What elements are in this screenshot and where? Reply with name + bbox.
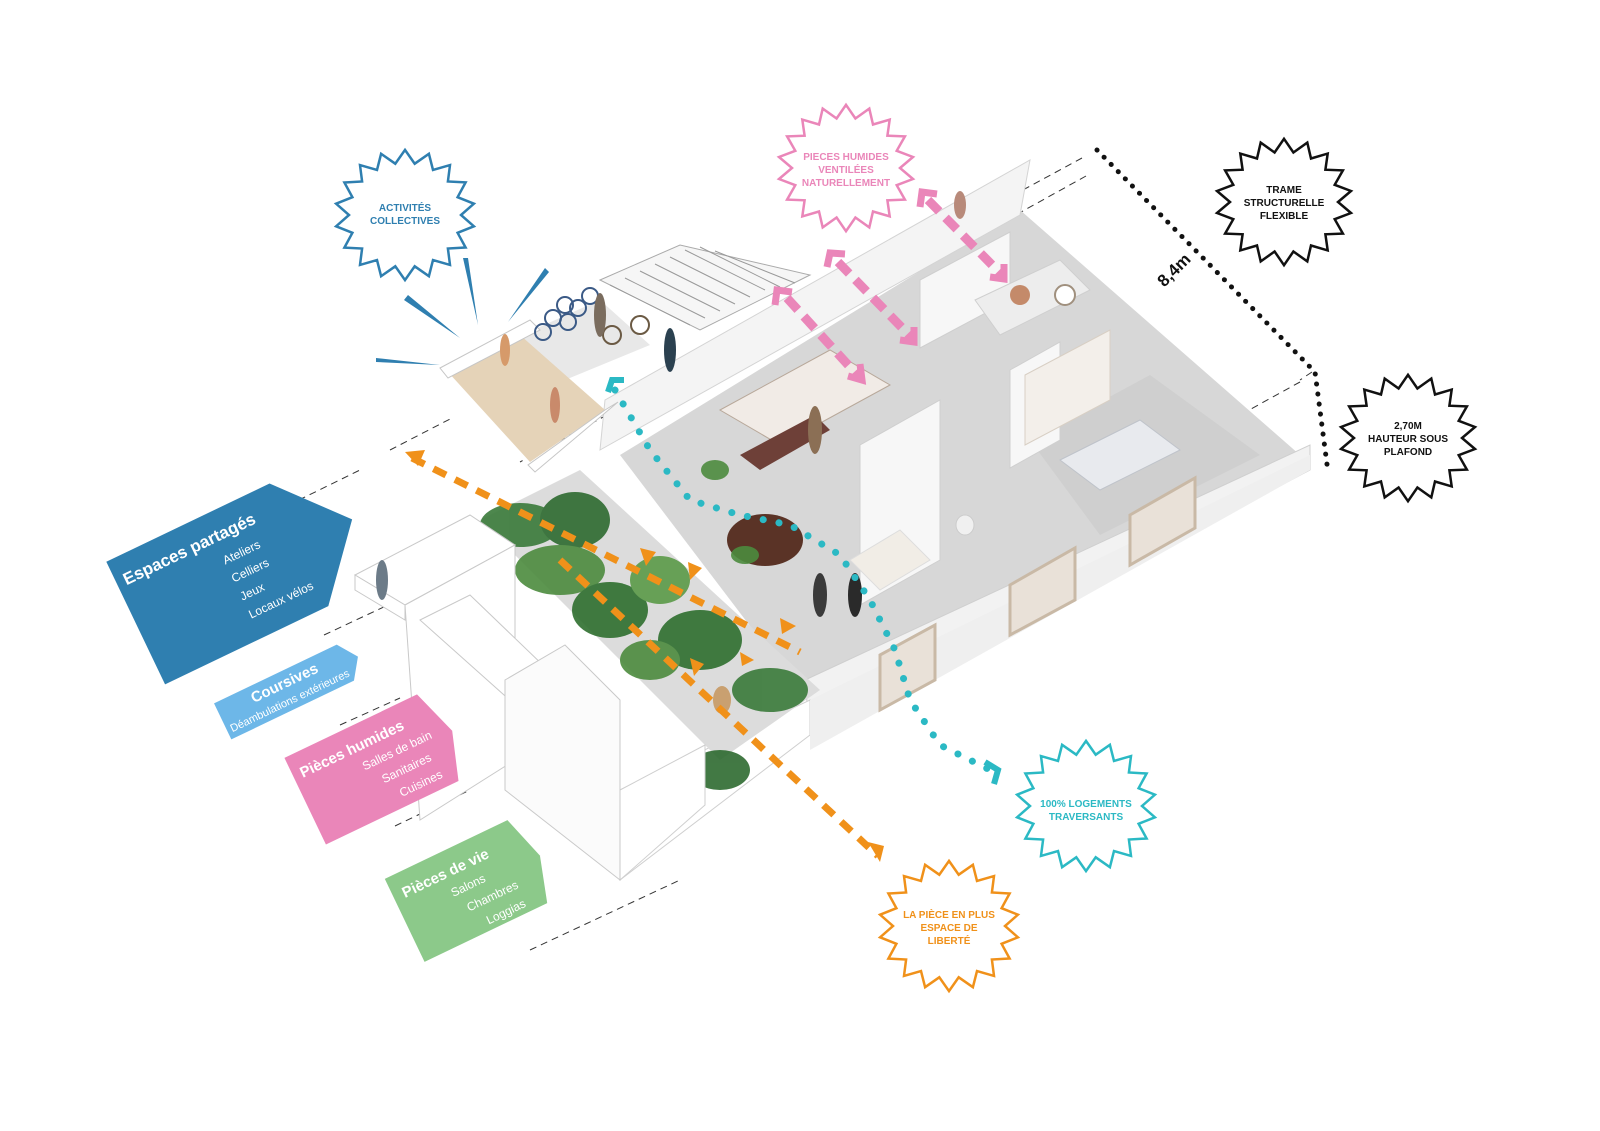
shared-terrace	[439, 244, 812, 473]
burst-text: 100% LOGEMENTS	[1040, 799, 1132, 810]
back-wall	[599, 159, 1031, 451]
bicycles	[534, 287, 650, 345]
burst-text: TRAME	[1266, 185, 1302, 196]
legend-espaces-partages: Espaces partagés Ateliers Celliers Jeux …	[106, 483, 353, 685]
legend-coursives: Coursives Déambulations extérieures	[214, 644, 358, 740]
kitchen-island	[740, 415, 830, 470]
burst-activites: ACTIVITÉS COLLECTIVES	[333, 147, 477, 283]
people	[376, 191, 1030, 714]
burst-text: LIBERTÉ	[928, 934, 971, 947]
dimension-line	[1094, 147, 1331, 475]
apartment-floor	[620, 210, 1300, 705]
bed	[1059, 419, 1181, 491]
teal-arrowheads	[605, 377, 1002, 785]
window	[878, 622, 937, 713]
burst-text: NATURELLEMENT	[802, 178, 890, 189]
sandbox-wall	[527, 401, 619, 473]
activity-strokes	[376, 258, 549, 365]
burst-text: ACTIVITÉS	[379, 201, 432, 214]
burst-piece-en-plus: LA PIÈCE EN PLUS ESPACE DE LIBERTÉ	[877, 858, 1021, 994]
window	[1128, 475, 1197, 568]
pink-arrowheads	[771, 188, 1008, 385]
burst-text: VENTILÉES	[818, 163, 874, 176]
burst-text: LA PIÈCE EN PLUS	[903, 908, 995, 921]
pink-ventilation-arrows	[783, 196, 1006, 382]
teal-traversant-arrow	[611, 386, 994, 774]
sandbox-wall	[439, 319, 541, 379]
burst-trame: TRAME STRUCTURELLE FLEXIBLE	[1214, 136, 1354, 268]
burst-text: ESPACE DE	[920, 923, 977, 934]
plants	[480, 460, 808, 790]
dimension-label: 8,4m	[1154, 250, 1195, 291]
burst-pieces-humides: PIECES HUMIDES VENTILÉES NATURELLEMENT	[776, 102, 916, 234]
burst-text: COLLECTIVES	[370, 216, 440, 227]
burst-text: FLEXIBLE	[1260, 211, 1309, 222]
burst-text: PIECES HUMIDES	[803, 152, 889, 163]
kitchen-counter	[718, 349, 892, 446]
bike-area-floor	[515, 300, 650, 380]
burst-text: PLAFOND	[1384, 447, 1432, 458]
burst-hauteur: 2,70M HAUTEUR SOUS PLAFOND	[1338, 372, 1478, 504]
burst-traversants: 100% LOGEMENTS TRAVERSANTS	[1014, 738, 1158, 874]
orange-arrowheads	[405, 450, 884, 862]
burst-text: 2,70M	[1394, 421, 1422, 432]
garden-loggia	[480, 460, 820, 882]
mirror	[1054, 284, 1076, 306]
legend-pieces-humides: Pièces humides Salles de bain Sanitaires…	[284, 694, 459, 845]
burst-text: HAUTEUR SOUS	[1368, 434, 1448, 445]
shelving	[1024, 329, 1111, 446]
orange-arrows	[410, 454, 881, 859]
sofa	[849, 529, 931, 591]
bathroom	[974, 259, 1091, 336]
burst-text: STRUCTURELLE	[1244, 198, 1325, 209]
sandbox	[448, 335, 605, 462]
loggia-wall	[619, 744, 706, 882]
legend-pieces-de-vie: Pièces de vie Salons Chambres Loggias	[384, 820, 548, 962]
burst-text: TRAVERSANTS	[1049, 812, 1124, 823]
window	[1008, 545, 1077, 638]
